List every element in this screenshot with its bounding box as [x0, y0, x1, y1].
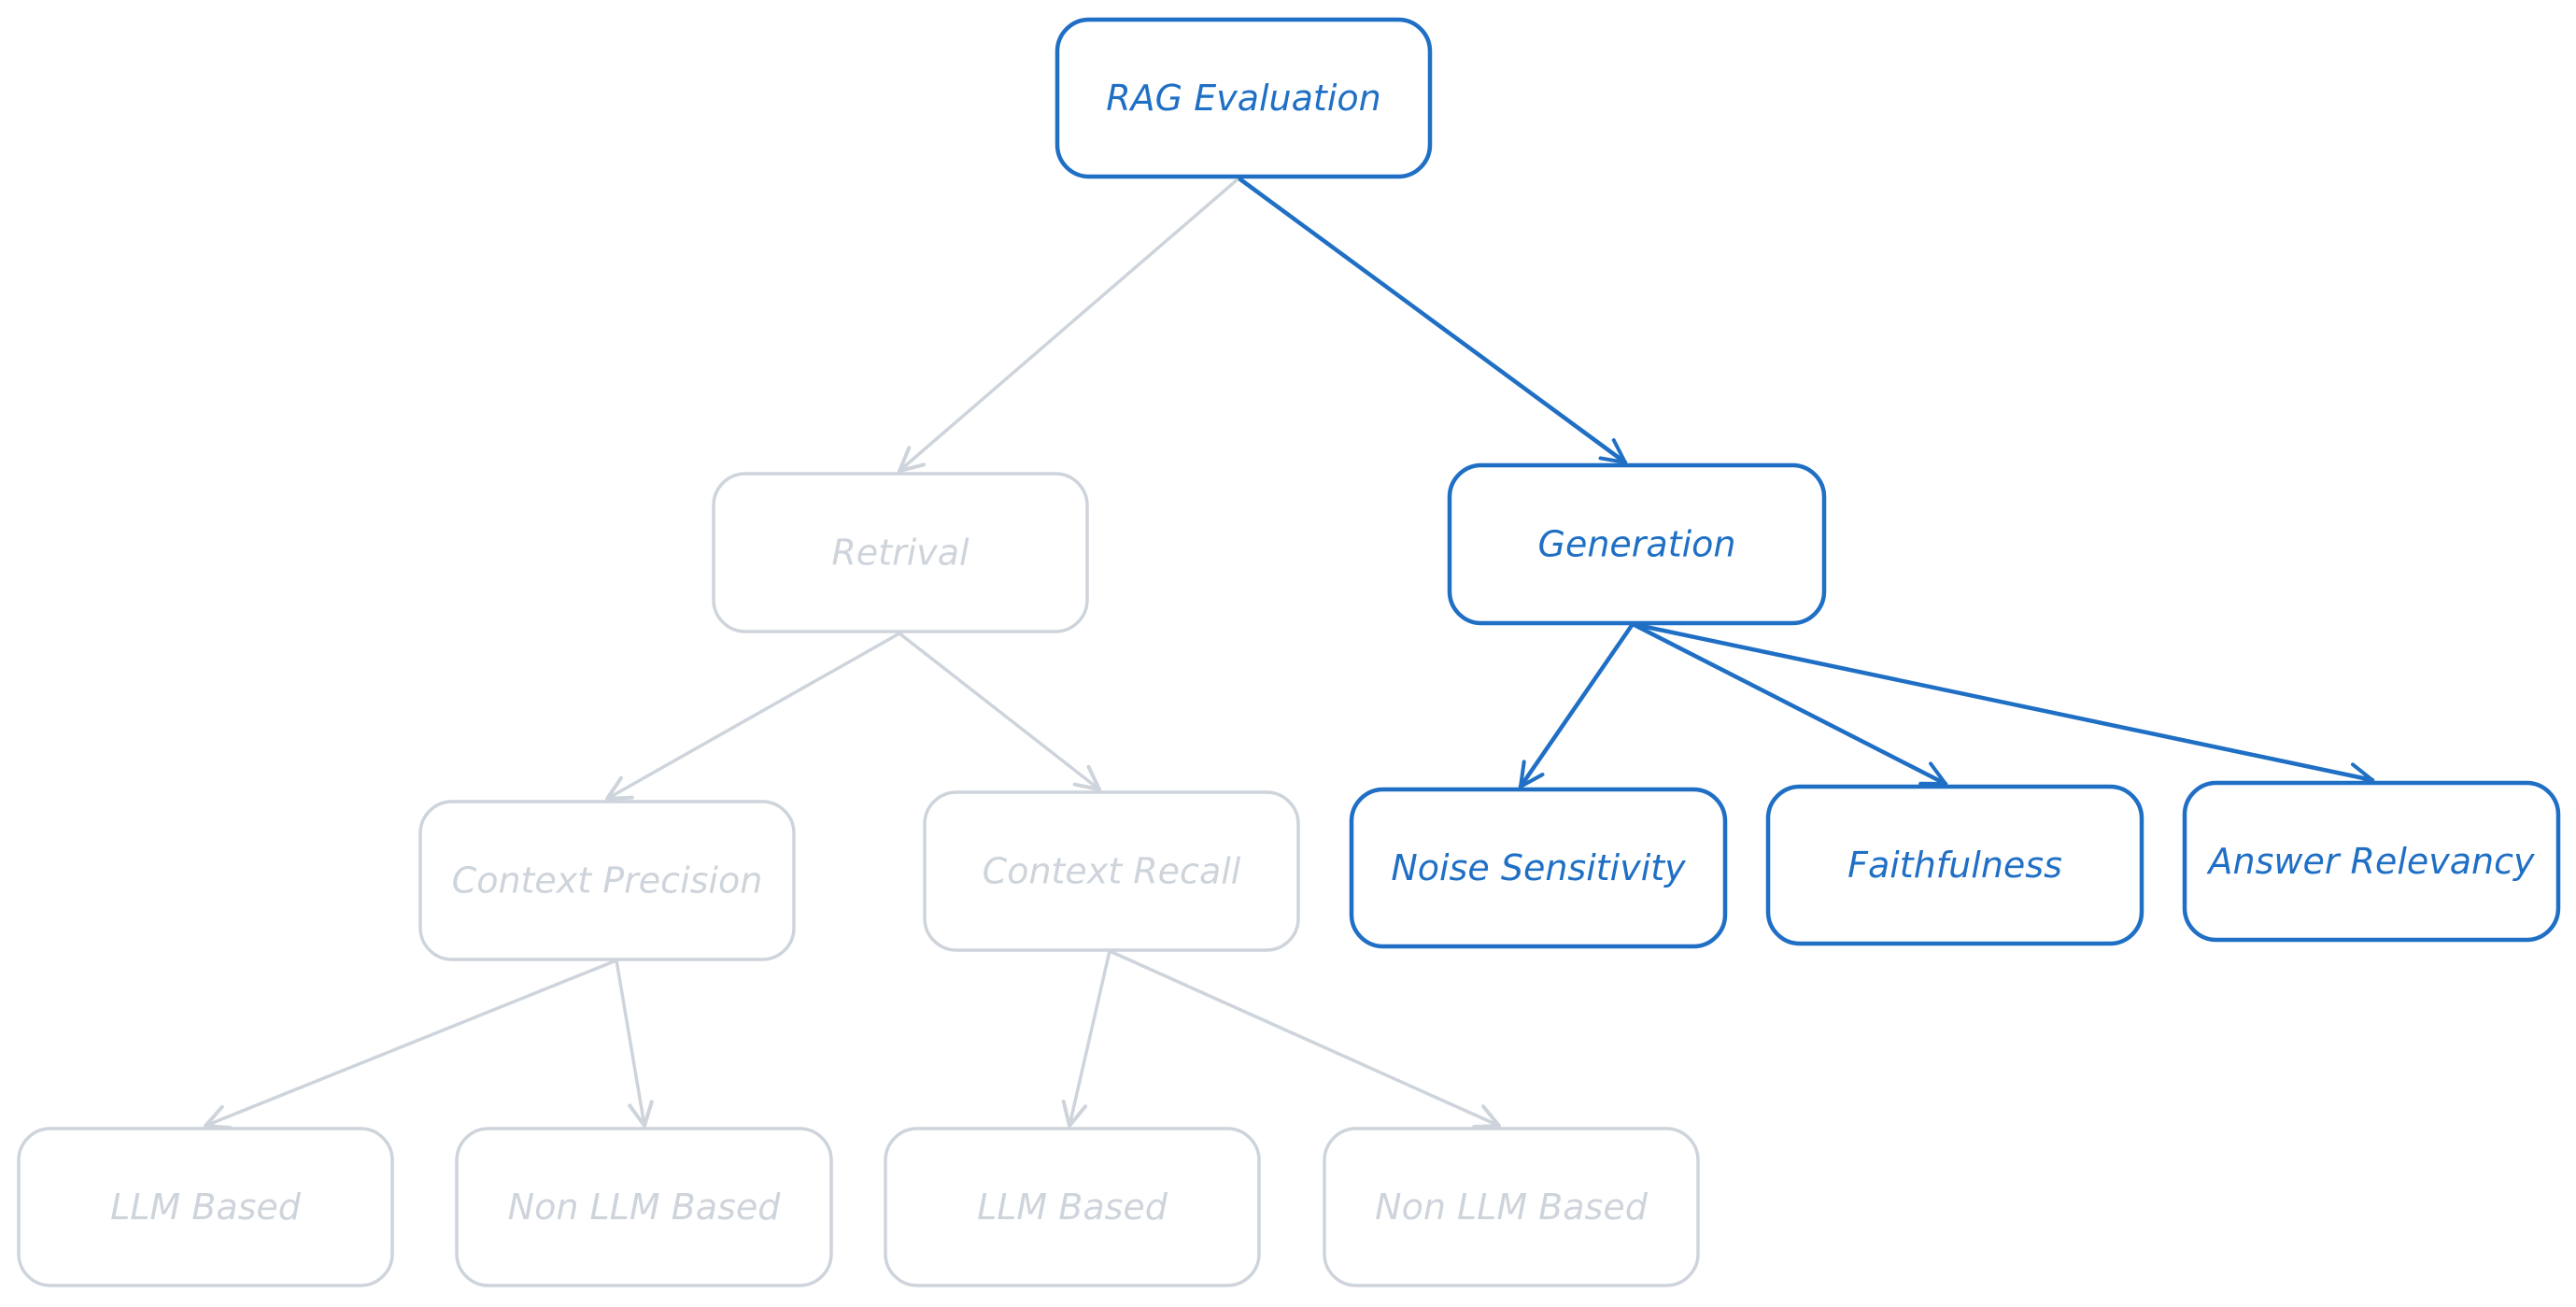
node-box [712, 472, 1089, 633]
node-box [418, 800, 796, 961]
node-box [1323, 1127, 1700, 1287]
arrow-context-recall-to-recall-llm-based [1061, 949, 1111, 1128]
node-box [1349, 787, 1728, 949]
node-context-recall: Context Recall [923, 790, 1300, 952]
node-label: Noise Sensitivity [1391, 847, 1686, 888]
arrow-generation-to-answer-relevancy [1630, 621, 2375, 788]
arrow-context-precision-to-precision-llm-based [204, 959, 618, 1130]
arrow-context-precision-to-precision-non-llm-based [615, 959, 654, 1128]
node-box [1765, 784, 2144, 946]
node-box [923, 790, 1300, 952]
node-precision-non-llm-based: Non LLM Based [455, 1127, 833, 1287]
arrow-retrival-to-context-recall [898, 632, 1101, 791]
node-label: RAG Evaluation [1106, 78, 1380, 119]
node-noise-sensitivity: Noise Sensitivity [1349, 787, 1728, 949]
node-label: LLM Based [110, 1186, 302, 1228]
node-label: Context Recall [983, 851, 1241, 892]
arrow-context-recall-to-recall-non-llm-based [1108, 949, 1501, 1129]
node-box [1054, 17, 1433, 179]
node-box [17, 1127, 394, 1287]
node-recall-llm-based: LLM Based [884, 1127, 1261, 1287]
node-label: Non LLM Based [508, 1186, 782, 1228]
node-label: Non LLM Based [1375, 1186, 1649, 1228]
arrow-generation-to-noise-sensitivity [1518, 621, 1635, 789]
node-box [1447, 462, 1827, 626]
node-rag-evaluation: RAG Evaluation [1054, 17, 1433, 179]
node-label: Context Precision [452, 860, 763, 902]
node-answer-relevancy: Answer Relevancy [2182, 780, 2561, 943]
node-box [2182, 780, 2561, 943]
arrow-rag-evaluation-to-retrival [898, 178, 1239, 473]
node-faithfulness: Faithfulness [1765, 784, 2144, 946]
edges-layer [204, 177, 2375, 1130]
arrow-generation-to-faithfulness [1630, 621, 1948, 787]
arrow-rag-evaluation-to-generation [1238, 177, 1628, 465]
node-label: LLM Based [977, 1186, 1168, 1228]
node-generation: Generation [1447, 462, 1827, 626]
node-label: Generation [1538, 524, 1736, 565]
node-box [455, 1127, 833, 1287]
node-context-precision: Context Precision [418, 800, 796, 961]
node-retrival: Retrival [712, 472, 1089, 633]
node-recall-non-llm-based: Non LLM Based [1323, 1127, 1700, 1287]
node-label: Faithfulness [1847, 845, 2062, 886]
node-label: Answer Relevancy [2206, 841, 2536, 882]
node-label: Retrival [831, 533, 970, 574]
node-box [884, 1127, 1261, 1287]
node-precision-llm-based: LLM Based [17, 1127, 394, 1287]
arrow-retrival-to-context-precision [605, 632, 901, 801]
